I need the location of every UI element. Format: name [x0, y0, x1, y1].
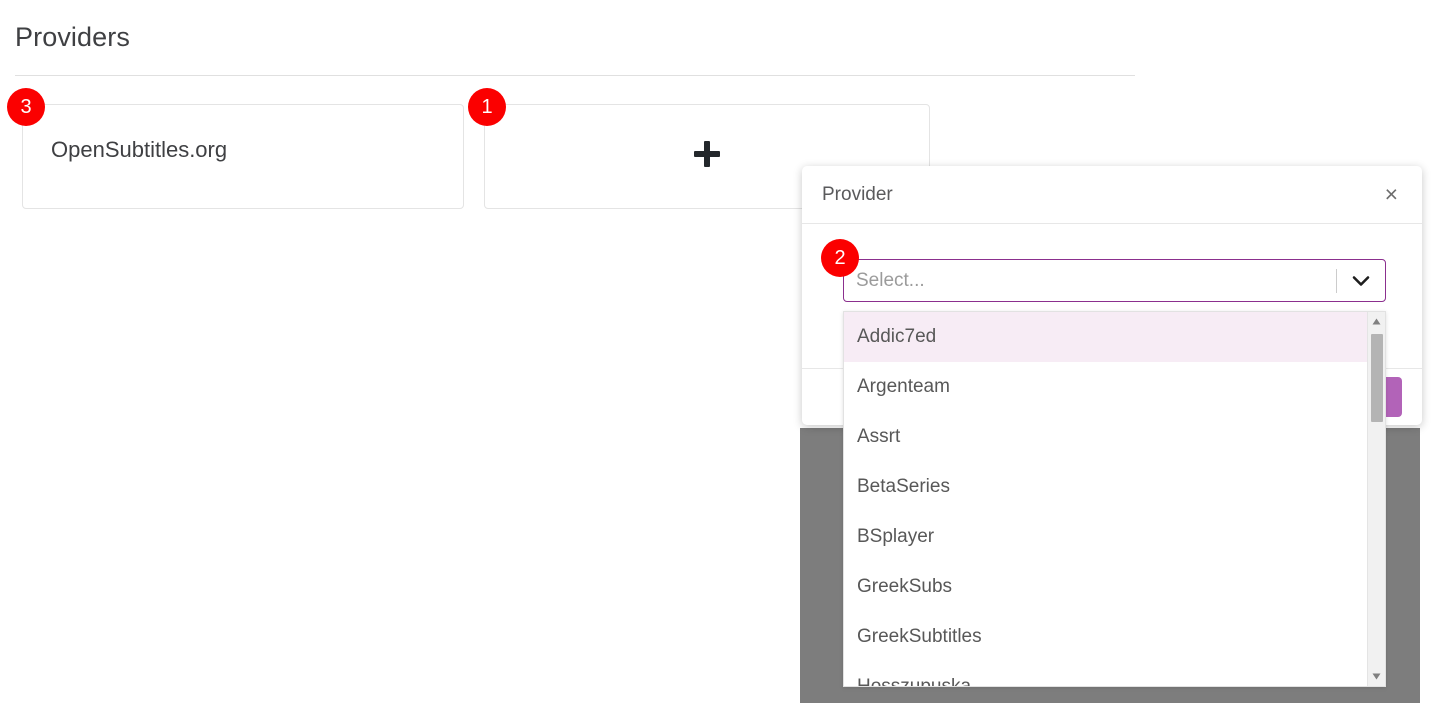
dropdown-option[interactable]: BetaSeries [857, 476, 950, 497]
provider-card-opensubtitles[interactable]: OpenSubtitles.org [22, 104, 464, 209]
plus-icon [690, 137, 724, 176]
dropdown-option[interactable]: Addic7ed [844, 312, 1369, 362]
dropdown-option[interactable]: Assrt [857, 426, 901, 447]
scroll-down-arrow-icon[interactable] [1368, 668, 1385, 685]
provider-select[interactable]: Select... [843, 259, 1386, 302]
dropdown-option[interactable]: Hosszupuska [857, 676, 972, 687]
dialog-title: Provider [822, 183, 893, 205]
dropdown-option[interactable]: GreekSubs [857, 576, 953, 597]
dropdown-scrollbar[interactable] [1367, 312, 1385, 686]
page-title: Providers [15, 22, 130, 52]
dropdown-option[interactable]: Argenteam [857, 376, 950, 397]
select-separator [1336, 268, 1337, 293]
provider-card-label: OpenSubtitles.org [51, 137, 228, 162]
step-badge-3: 3 [7, 88, 45, 126]
dropdown-option[interactable]: BSplayer [857, 526, 935, 547]
scroll-up-arrow-icon[interactable] [1368, 313, 1385, 330]
provider-select-placeholder: Select... [856, 269, 925, 291]
title-divider [15, 75, 1135, 76]
close-icon[interactable]: × [1384, 181, 1398, 207]
dialog-header: Provider × [802, 166, 1422, 224]
dropdown-option[interactable]: GreekSubtitles [857, 626, 982, 647]
step-badge-2: 2 [821, 239, 859, 277]
chevron-down-icon[interactable] [1337, 270, 1385, 292]
step-badge-1: 1 [468, 88, 506, 126]
dropdown-scrollbar-thumb[interactable] [1371, 334, 1383, 422]
